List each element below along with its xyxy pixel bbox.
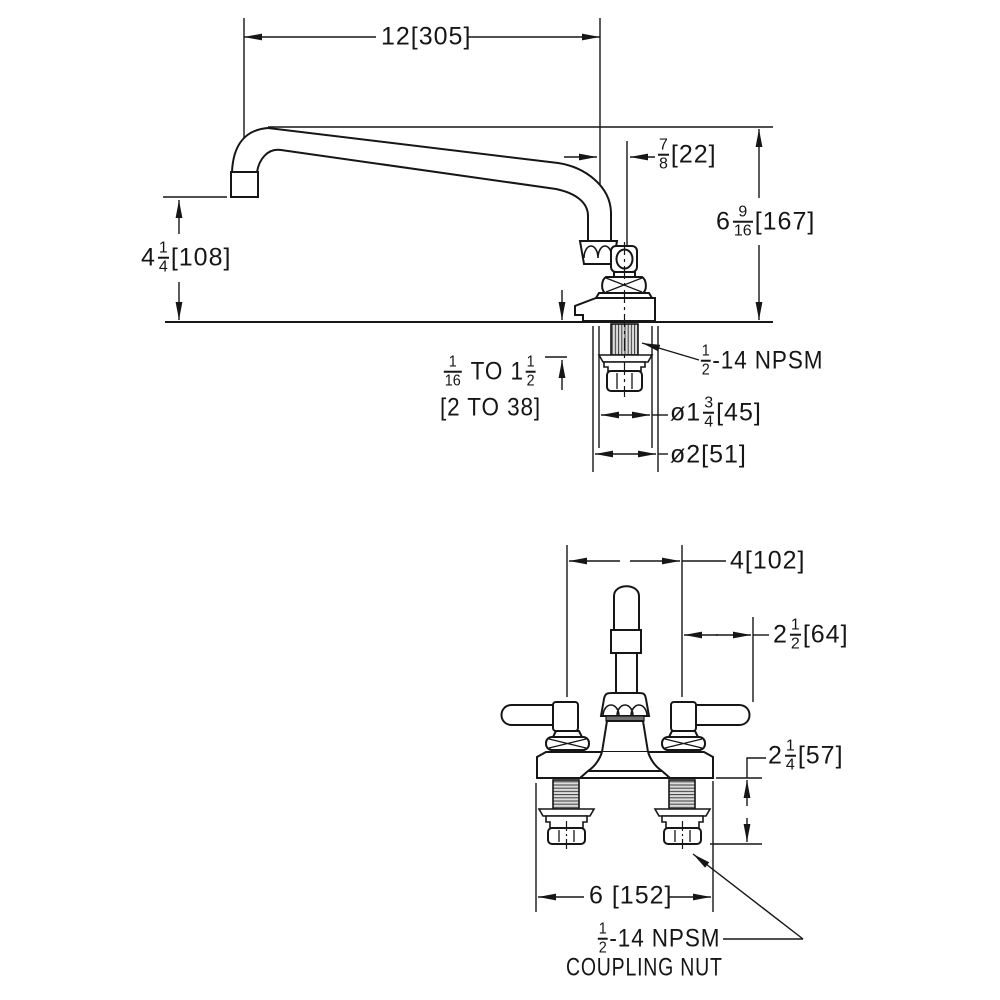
spout-outlet-tip xyxy=(230,171,259,198)
side-view-faucet xyxy=(230,126,656,397)
right-lever-block xyxy=(670,701,697,732)
right-bonnet-knurl-x xyxy=(664,738,703,749)
swing-spout xyxy=(230,126,612,242)
dim-escutcheon-dia-label: ø2[51] xyxy=(670,440,747,469)
fraction: 1 16 xyxy=(443,353,462,390)
dim-flange-dia-label: ø1 3 4 [45] xyxy=(670,394,762,431)
fraction: 1 2 xyxy=(525,353,536,390)
right-coupling-nut-facets xyxy=(674,830,691,842)
dim-shank-exposure-label: 2 1 4 [57] xyxy=(768,737,844,774)
fraction: 9 16 xyxy=(732,203,753,240)
dim-handle-reach-label: 2 1 2 [64] xyxy=(773,616,849,653)
spout-base-knurl-arcs xyxy=(602,704,648,717)
coupling-nut-callout-line1: 1 2 -14 NPSM xyxy=(597,920,721,957)
right-shank-threads xyxy=(668,779,696,810)
left-bonnet-knurl-x xyxy=(548,738,587,749)
dim-outlet-clearance-label: 4 1 4 [108] xyxy=(141,239,232,276)
fraction: 3 4 xyxy=(703,394,715,431)
dim-overall-height-label: 6 9 16 [167] xyxy=(716,203,816,240)
lever-cap xyxy=(613,585,640,631)
fraction: 1 2 xyxy=(700,342,711,379)
right-shank-washer xyxy=(653,808,712,817)
shank-nut-facets-side xyxy=(616,373,633,389)
fraction: 7 8 xyxy=(658,136,669,173)
dim-deck-range-line2: [2 TO 38] xyxy=(440,393,542,422)
front-view xyxy=(500,545,804,940)
center-neck xyxy=(600,720,650,753)
side-view xyxy=(163,18,773,472)
dim-spout-reach-label: 12[305] xyxy=(381,22,472,51)
dim-text: 12[305] xyxy=(381,22,472,51)
left-lever-arm xyxy=(500,704,554,726)
shank-thread-callout: 1 2 -14 NPSM xyxy=(700,342,824,379)
shank-washer-side xyxy=(597,354,654,363)
left-shank-threads xyxy=(552,779,580,810)
dim-handle-centers-label: 4[102] xyxy=(730,546,806,575)
left-shank-washer xyxy=(537,808,596,817)
faucet-body-side xyxy=(574,297,656,322)
side-view-dimension-lines xyxy=(163,18,773,472)
fraction: 1 2 xyxy=(789,616,801,653)
front-view-faucet xyxy=(500,585,751,852)
left-lever-block xyxy=(552,701,579,732)
lever-shaft xyxy=(615,652,638,694)
fraction: 1 4 xyxy=(157,239,169,276)
dim-base-width-label: 6 [152] xyxy=(589,881,673,910)
fraction: 1 4 xyxy=(784,737,796,774)
lever-collar xyxy=(610,629,642,654)
right-lever-arm xyxy=(695,704,751,726)
fraction: 1 2 xyxy=(597,920,608,957)
left-coupling-nut-facets xyxy=(558,830,575,842)
dim-deck-range-line1: 1 16 TO 1 1 2 xyxy=(443,353,536,390)
front-view-dimension-lines xyxy=(535,545,804,940)
coupling-nut-callout-line2: COUPLING NUT xyxy=(566,953,723,982)
dim-spout-offset-label: 7 8 [22] xyxy=(658,136,717,173)
escutcheon-dome xyxy=(579,751,671,779)
